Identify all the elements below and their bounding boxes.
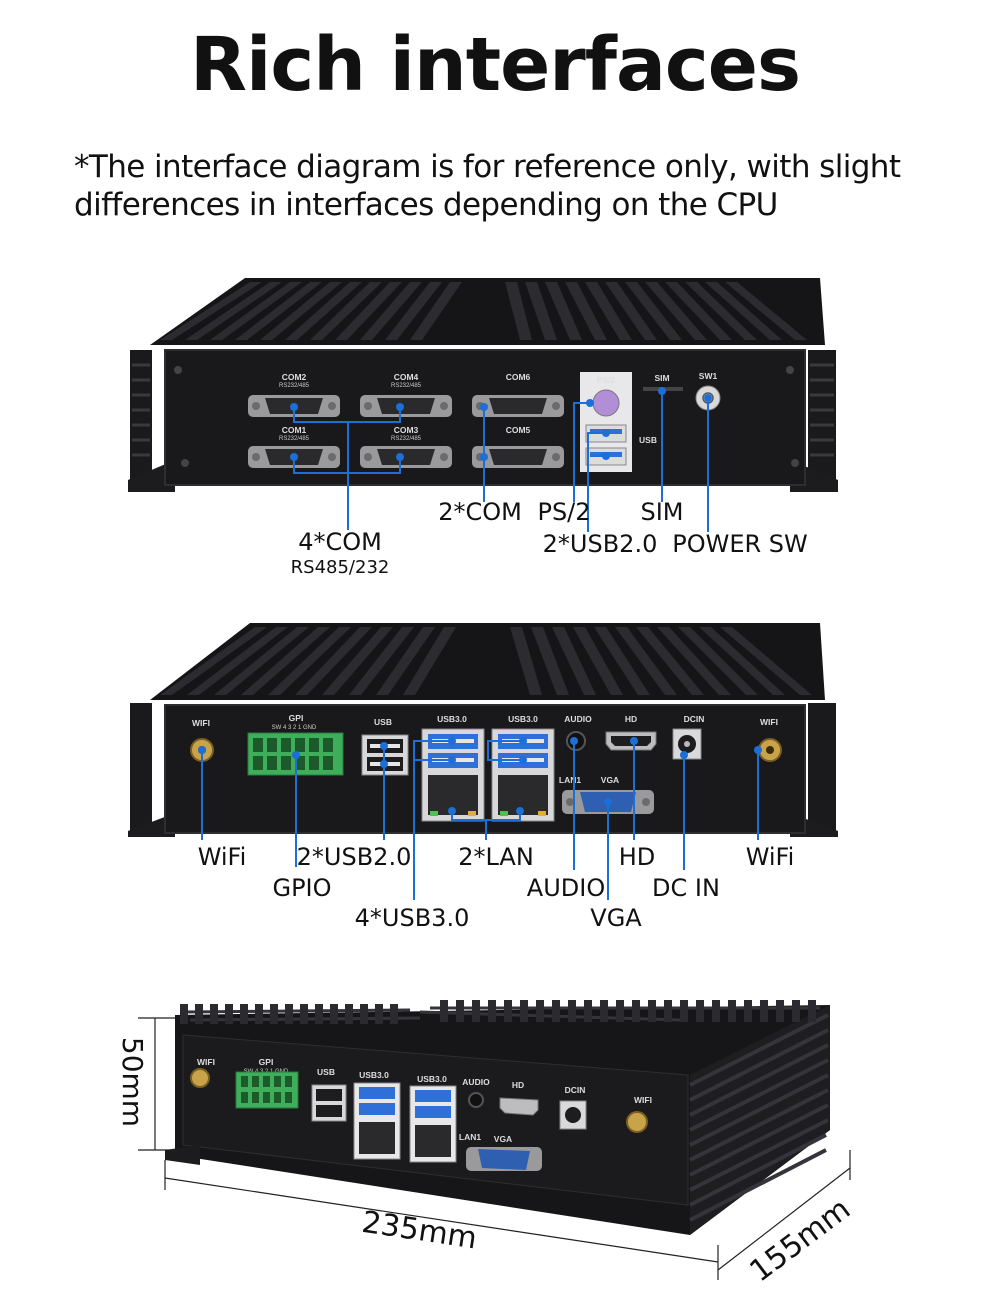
iso-usb2-ports-icon [311,1084,347,1122]
rear-usb3-b-label: USB3.0 [508,714,538,724]
rear-gpio-pins-label: SW 4 3 2 1 GND [272,725,317,731]
iso-wifi-left-label: WIFI [197,1057,215,1067]
disclaimer-note: *The interface diagram is for reference … [74,148,954,224]
iso-vga-port-icon [466,1147,542,1171]
iso-lan1-label: LAN1 [459,1132,481,1142]
callout-four-com: 4*COM [298,528,382,556]
iso-gpio-label: GPI [259,1057,274,1067]
dimension-lines [138,1017,851,1280]
iso-audio-jack-icon [468,1092,484,1108]
callout-rear-two-usb2: 2*USB2.0 [297,843,412,871]
com1-label: COM1 [282,425,307,435]
front-screws [174,366,799,467]
disclaimer-line-1: *The interface diagram is for reference … [74,149,901,185]
rear-side-fins [130,703,836,831]
callout-rear-wifi-right: WiFi [746,843,795,871]
iso-usb3-a-label: USB3.0 [359,1070,389,1080]
callout-hd: HD [619,843,656,871]
iso-wifi-right-label: WIFI [634,1095,652,1105]
iso-hd-label: HD [512,1080,524,1090]
front-callout-lines [290,387,712,532]
dimensions-diagram: WIFI GPI SW 4 3 2 1 GND USB USB3.0 USB3.… [116,1000,857,1289]
callout-two-lan: 2*LAN [458,843,534,871]
rear-wifi-left-label: WIFI [192,718,210,728]
iso-usb-label: USB [317,1067,335,1077]
wifi-right-connector-icon [758,738,782,762]
callout-four-com-sub: RS485/232 [291,557,390,578]
front-heatsink-fins [150,278,825,345]
disclaimer-line-2: differences in interfaces depending on t… [74,187,778,223]
com6-label: COM6 [506,372,531,382]
callout-ps2: PS/2 [537,498,590,526]
rear-dcin-label: DCIN [684,714,705,724]
ps2-port-icon [592,389,620,417]
iso-dc-in-port-icon [559,1100,587,1130]
sw1-label: SW1 [699,371,718,381]
page-title: Rich interfaces [190,22,801,108]
iso-usb3-b-label: USB3.0 [417,1074,447,1084]
callout-gpio: GPIO [272,874,331,902]
com3-sub-label: RS232/485 [391,436,422,442]
dimension-width-label: 235mm [360,1205,480,1257]
com2-sub-label: RS232/485 [279,383,310,389]
com2-label: COM2 [282,372,307,382]
callout-four-usb3: 4*USB3.0 [355,904,470,932]
rear-audio-label: AUDIO [564,714,592,724]
callout-vga: VGA [590,904,642,932]
iso-usb3-lan-block-b [409,1085,457,1163]
iso-chassis [165,1000,830,1235]
com1-sub-label: RS232/485 [279,436,310,442]
callout-dc-in: DC IN [652,874,720,902]
callout-two-com: 2*COM [438,498,522,526]
com5-port-icon [472,446,564,468]
iso-dcin-label: DCIN [565,1085,586,1095]
front-side-fins [130,350,836,480]
iso-hdmi-port-icon [499,1097,539,1116]
callout-sim: SIM [640,498,683,526]
rear-gpio-label: GPI [289,713,304,723]
sim-label: SIM [654,373,669,383]
rear-vga-label: VGA [601,775,619,785]
com3-label: COM3 [394,425,419,435]
rear-lan1-label: LAN1 [559,775,581,785]
com3-port-icon [360,446,452,468]
com4-port-icon [360,395,452,417]
front-side-fin-lines [132,363,834,457]
callout-power-sw: POWER SW [672,530,808,558]
ps2-label: PS/2 [597,375,616,385]
rear-heatsink-fins [150,623,825,700]
com5-label: COM5 [506,425,531,435]
dimension-height-label: 50mm [116,1037,149,1127]
front-panel-diagram: COM2 RS232/485 COM4 RS232/485 COM6 COM1 … [128,278,838,578]
iso-wifi-right-connector-icon [626,1111,648,1133]
iso-vga-label: VGA [494,1134,512,1144]
callout-audio: AUDIO [527,874,605,902]
com4-label: COM4 [394,372,419,382]
rear-usb-label: USB [374,717,392,727]
rear-hd-label: HD [625,714,637,724]
iso-audio-label: AUDIO [462,1077,490,1087]
rear-wifi-right-label: WIFI [760,717,778,727]
callout-two-usb2: 2*USB2.0 [543,530,658,558]
rear-usb3-a-label: USB3.0 [437,714,467,724]
rear-callout-lines [198,737,762,900]
iso-wifi-left-connector-icon [190,1068,210,1088]
dc-in-port-icon [672,728,702,760]
callout-rear-wifi-left: WiFi [198,843,247,871]
rear-left-foot [128,813,175,837]
iso-usb3-lan-block-a [353,1082,401,1160]
rear-panel-diagram: WIFI GPI SW 4 3 2 1 GND USB USB3.0 USB3.… [128,623,838,932]
usb-label: USB [639,435,657,445]
com4-sub-label: RS232/485 [391,383,422,389]
front-left-foot [128,460,175,492]
